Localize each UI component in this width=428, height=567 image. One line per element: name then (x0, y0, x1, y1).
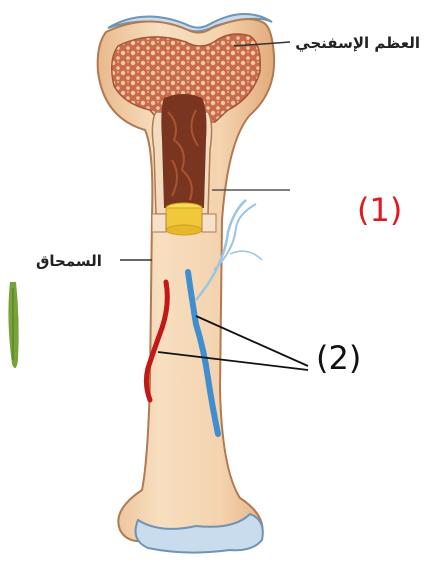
label-periosteum: السمحاق (36, 252, 102, 270)
label-marker-2: (2) (316, 342, 361, 374)
label-marker-1: (1) (357, 194, 402, 226)
label-spongy-bone: العظم الإسفنجي (295, 34, 420, 52)
green-fragment (8, 282, 18, 368)
bone-marrow (161, 94, 206, 208)
